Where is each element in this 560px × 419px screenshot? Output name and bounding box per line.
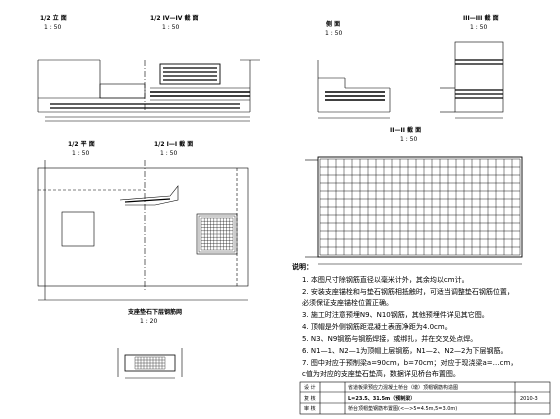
- pier-mesh: [200, 217, 234, 251]
- note-6: 6. N1—1、N2—1为顶帽上层钢筋，N1—2、N2—2为下层钢筋。: [302, 347, 508, 355]
- tb-checked: 复 核: [304, 396, 316, 402]
- side-view: [317, 60, 391, 119]
- section-iii-title: III—III 截 面: [463, 15, 499, 22]
- note-3: 3. 施工时注意预埋N9、N10钢筋，其他预埋件详见其它图。: [302, 311, 489, 319]
- section-ii-title: II—II 截 面: [390, 127, 422, 134]
- half-elevation-view: [37, 59, 250, 122]
- tb-spans: L=23.5、31.5m（预制梁）: [348, 396, 416, 402]
- half-plan-scale: 1 : 50: [72, 150, 90, 157]
- half-elevation-title: 1/2 立 面: [40, 15, 67, 22]
- note-1: 1. 本图尺寸除钢筋直径以毫米计外，其余均以cm计。: [302, 276, 469, 284]
- pad-detail-title: 支座垫石下层钢筋网: [128, 309, 183, 316]
- note-7-cont: c值为对应的支座垫石垫高，数据详见桥台布置图。: [302, 370, 460, 378]
- half-plan-title: 1/2 平 面: [68, 141, 95, 148]
- note-7: 7. 图中对应于预制梁a=90cm，b=70cm；对应于现浇梁a=…cm，: [302, 359, 518, 367]
- side-view-title: 侧 面: [326, 21, 341, 28]
- pad-detail-scale: 1 : 20: [140, 318, 158, 325]
- half-section-iv-view: [150, 59, 260, 112]
- half-section-iv-scale: 1 : 50: [162, 24, 180, 31]
- tb-drawing-no: 2010-3: [520, 396, 538, 402]
- tb-reviewed: 审 核: [304, 406, 316, 412]
- section-iii-view: [440, 41, 504, 119]
- pad-detail-view: [117, 348, 183, 379]
- half-section-i-view: [119, 168, 238, 286]
- tb-designed: 设 计: [304, 385, 316, 391]
- tb-project: 省道板梁预应力混凝土桥台（墩）顶帽钢筋构造图: [348, 385, 459, 391]
- notes-heading: 说明：: [292, 263, 313, 271]
- half-section-iv-title: 1/2 IV—IV 截 面: [150, 15, 199, 22]
- side-view-scale: 1 : 50: [325, 30, 343, 37]
- half-section-i-title: 1/2 I—I 截 面: [154, 141, 194, 148]
- half-plan-view: [37, 160, 249, 301]
- section-iii-scale: 1 : 50: [470, 24, 488, 31]
- note-5: 5. N3、N9钢筋与钢筋焊接，或绑扎，并在交叉处点焊。: [302, 335, 478, 343]
- title-block: [299, 381, 551, 415]
- tb-subtitle: 桥台顶帽垫钢筋布置图(<—>5=4.5m,5=3.0m): [348, 406, 458, 412]
- section-ii-scale: 1 : 50: [400, 136, 418, 143]
- pad-mesh: [134, 356, 166, 370]
- note-2: 2. 安装支座锚栓和与垫石钢筋相抵触时，可适当调整垫石钢筋位置，: [302, 288, 514, 296]
- note-4: 4. 顶帽是外侧钢筋距混凝土表面净距为4.0cm。: [302, 323, 452, 331]
- half-section-i-scale: 1 : 50: [160, 150, 178, 157]
- reinforcement-mesh-ii: [319, 158, 521, 256]
- section-ii-view: [305, 156, 523, 265]
- note-2-cont: 必须保证支座锚栓位置正确。: [302, 299, 393, 307]
- half-elevation-scale: 1 : 50: [44, 24, 62, 31]
